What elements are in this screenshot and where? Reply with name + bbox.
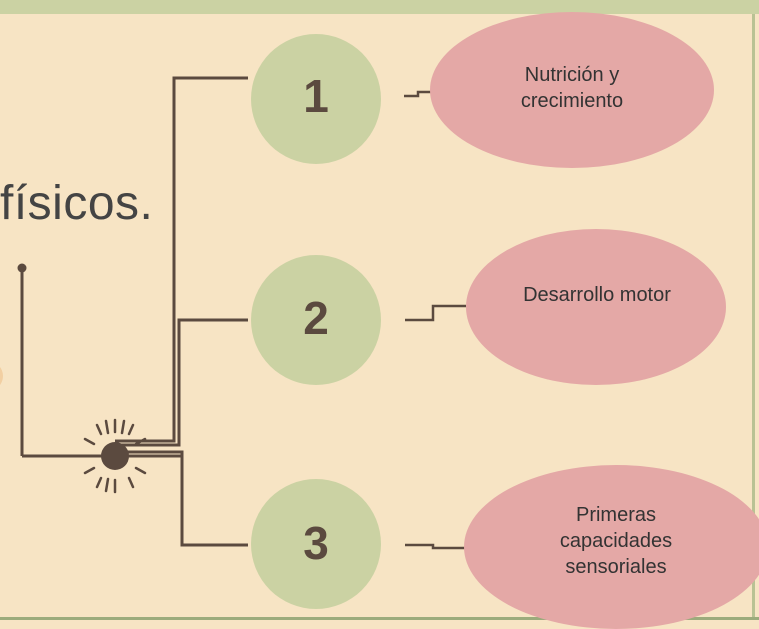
number-circle-3 bbox=[251, 479, 381, 609]
branch-3-line bbox=[115, 450, 248, 547]
node-label-3: Primeras capacidades sensoriales bbox=[559, 504, 673, 578]
partial-circle-decoration bbox=[0, 367, 3, 385]
node-number-2: 2 bbox=[303, 292, 329, 344]
label-oval-3 bbox=[464, 465, 759, 629]
top-accent-bar bbox=[0, 0, 759, 14]
node-number-1: 1 bbox=[303, 70, 329, 122]
node-label-2: Desarrollo motor bbox=[523, 284, 671, 306]
node-number-3: 3 bbox=[303, 517, 329, 569]
right-border-line bbox=[752, 14, 755, 617]
burst-icon bbox=[77, 418, 147, 494]
slide-text-fragment: físicos. bbox=[0, 177, 154, 230]
label-oval-1 bbox=[430, 12, 714, 168]
branch-2-line bbox=[115, 318, 248, 447]
branch-connectors bbox=[115, 76, 248, 547]
bottom-border-line bbox=[0, 617, 759, 620]
branch-1-line bbox=[115, 76, 248, 443]
step-connectors bbox=[404, 90, 466, 550]
node-label-1: Nutrición y crecimiento bbox=[520, 64, 624, 112]
number-circle-2 bbox=[251, 255, 381, 385]
label-oval-2 bbox=[466, 229, 726, 385]
number-circle-1 bbox=[251, 34, 381, 164]
